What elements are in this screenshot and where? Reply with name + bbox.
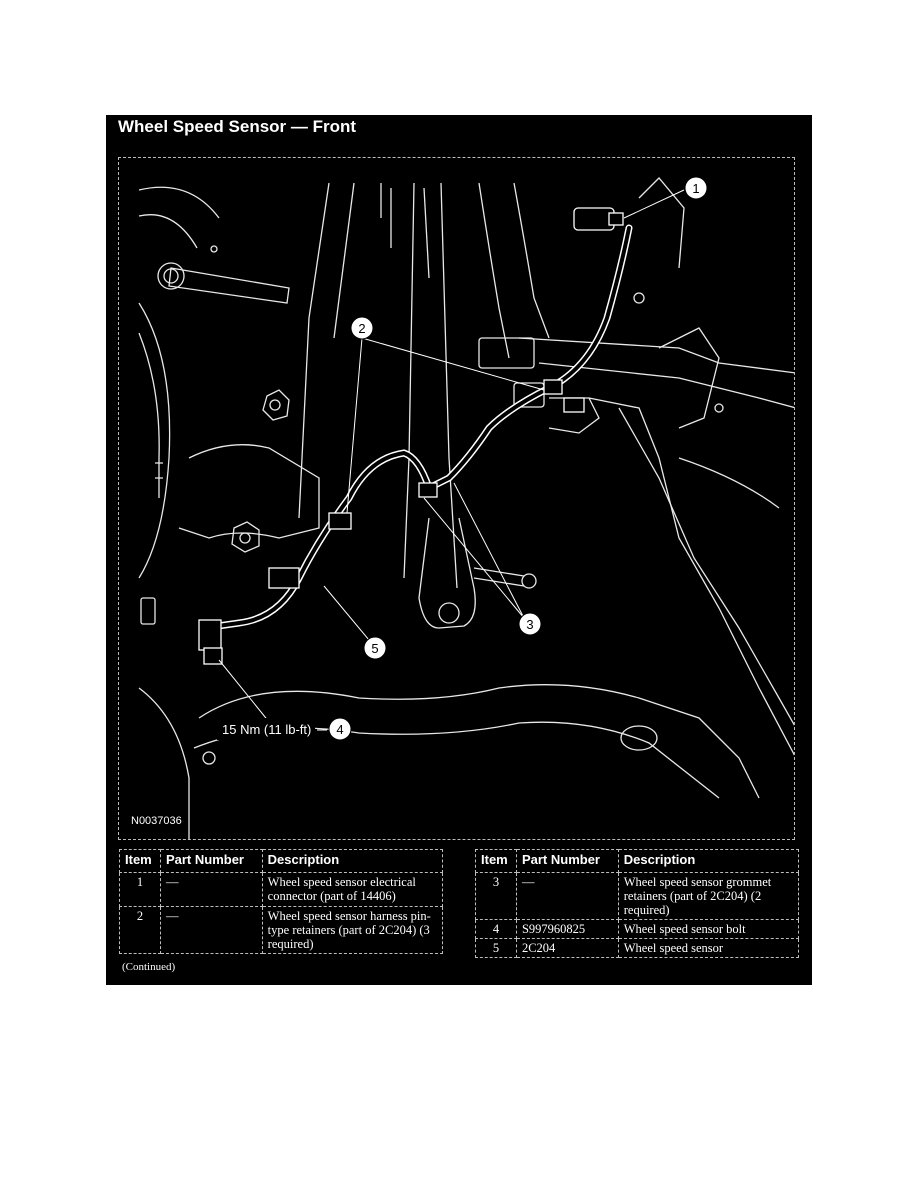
callout-4: 4 <box>336 722 343 737</box>
table-row: 3 — Wheel speed sensor grommet retainers… <box>475 872 800 920</box>
illustration-frame: 1 2 3 4 5 15 Nm (11 lb-ft) N0037036 <box>118 157 795 840</box>
callout-3: 3 <box>526 617 533 632</box>
table-row: 2 — Wheel speed sensor harness pin-type … <box>119 906 444 954</box>
callout-2: 2 <box>358 321 365 336</box>
table-row: 5 2C204 Wheel speed sensor <box>475 938 800 958</box>
header-description: Description <box>617 849 800 873</box>
page-title: Wheel Speed Sensor — Front <box>118 117 357 136</box>
wheel-speed-sensor-illustration: 1 2 3 4 5 15 Nm (11 lb-ft) <box>138 176 794 839</box>
header-part-number: Part Number <box>515 849 619 873</box>
figure-code: N0037036 <box>131 815 182 827</box>
table-row: 4 S997960825 Wheel speed sensor bolt <box>475 919 800 939</box>
continued-note: (Continued) <box>122 961 176 973</box>
parts-table-left: Item Part Number Description 1 — Wheel s… <box>119 849 444 954</box>
parts-table-right: Item Part Number Description 3 — Wheel s… <box>475 849 800 958</box>
header-part-number: Part Number <box>159 849 263 873</box>
table-row: 1 — Wheel speed sensor electrical connec… <box>119 872 444 907</box>
header-description: Description <box>261 849 444 873</box>
service-manual-panel: Wheel Speed Sensor — Front <box>106 115 812 985</box>
callout-1: 1 <box>692 181 699 196</box>
header-item: Item <box>119 849 161 873</box>
torque-label: 15 Nm (11 lb-ft) <box>222 722 311 737</box>
callout-5: 5 <box>371 641 378 656</box>
header-item: Item <box>475 849 517 873</box>
